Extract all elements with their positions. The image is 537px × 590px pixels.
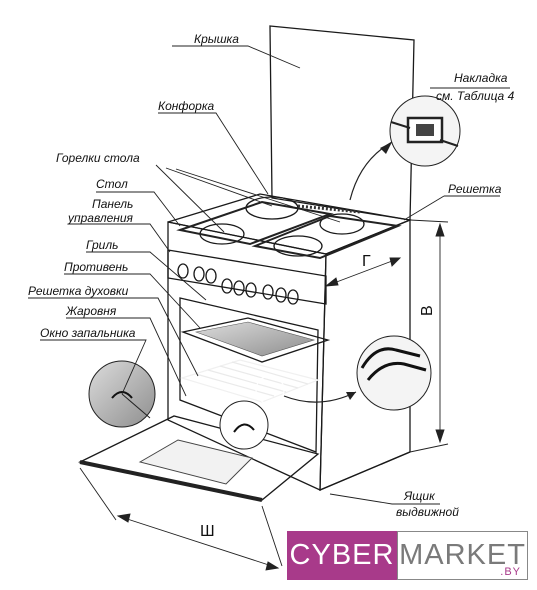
leader-lines	[28, 45, 510, 505]
label-overlay: Накладка	[454, 71, 508, 85]
label-table: Стол	[96, 177, 128, 191]
label-tray: Противень	[64, 260, 128, 274]
label-table-burners: Горелки стола	[56, 151, 140, 165]
door-edge	[79, 460, 263, 502]
door-detail-circle	[219, 400, 269, 450]
watermark-right: MARKET .BY	[397, 531, 528, 580]
rack-shape	[179, 359, 320, 403]
stove-body	[78, 25, 415, 502]
label-grate: Решетка	[448, 182, 502, 196]
label-drawer-line2: выдвижной	[396, 505, 459, 519]
dimension-depth: Г	[362, 253, 371, 270]
labels: Крышка Конфорка Накладка см. Таблица 4 Г…	[28, 32, 515, 540]
oven-window	[179, 297, 319, 453]
label-drawer-line1: Ящик	[403, 489, 436, 503]
dimension-width: Ш	[200, 523, 215, 540]
knob	[221, 278, 233, 294]
burner-back-right	[319, 213, 365, 235]
door-glass	[138, 439, 253, 485]
watermark-left: CYBER	[287, 531, 397, 580]
knob	[245, 282, 257, 298]
watermark-right-text: MARKET	[399, 539, 526, 571]
cybermarket-watermark: CYBER MARKET .BY	[287, 531, 528, 580]
tray-inner	[194, 321, 316, 357]
control-knobs	[177, 263, 299, 305]
label-lid: Крышка	[194, 32, 239, 46]
label-ignition-window: Окно запальника	[40, 326, 136, 340]
burner-front-right	[273, 235, 323, 257]
knob	[193, 266, 205, 282]
dimension-lines	[79, 219, 449, 571]
knob	[287, 289, 299, 305]
knob	[205, 268, 217, 284]
knob	[177, 263, 189, 279]
cooktop-surface	[167, 193, 413, 255]
label-roasting-pan: Жаровня	[65, 304, 117, 318]
knob	[233, 280, 245, 296]
label-panel-line1: Панель	[92, 197, 133, 211]
label-oven-rack: Решетка духовки	[28, 284, 129, 298]
control-panel-strip	[167, 249, 327, 305]
label-grill: Гриль	[86, 238, 118, 252]
watermark-suffix: .BY	[500, 566, 521, 578]
label-burner: Конфорка	[158, 99, 215, 113]
dimension-height: В	[419, 305, 436, 316]
label-panel-line2: управления	[67, 211, 134, 225]
floor-line	[319, 451, 411, 491]
grate-pattern	[176, 200, 402, 260]
overlay-detail	[349, 95, 461, 201]
knob	[275, 287, 287, 303]
knob	[262, 284, 274, 300]
rack-detail	[255, 335, 432, 411]
label-overlay-ref: см. Таблица 4	[436, 89, 515, 103]
tray-shape	[180, 317, 331, 363]
